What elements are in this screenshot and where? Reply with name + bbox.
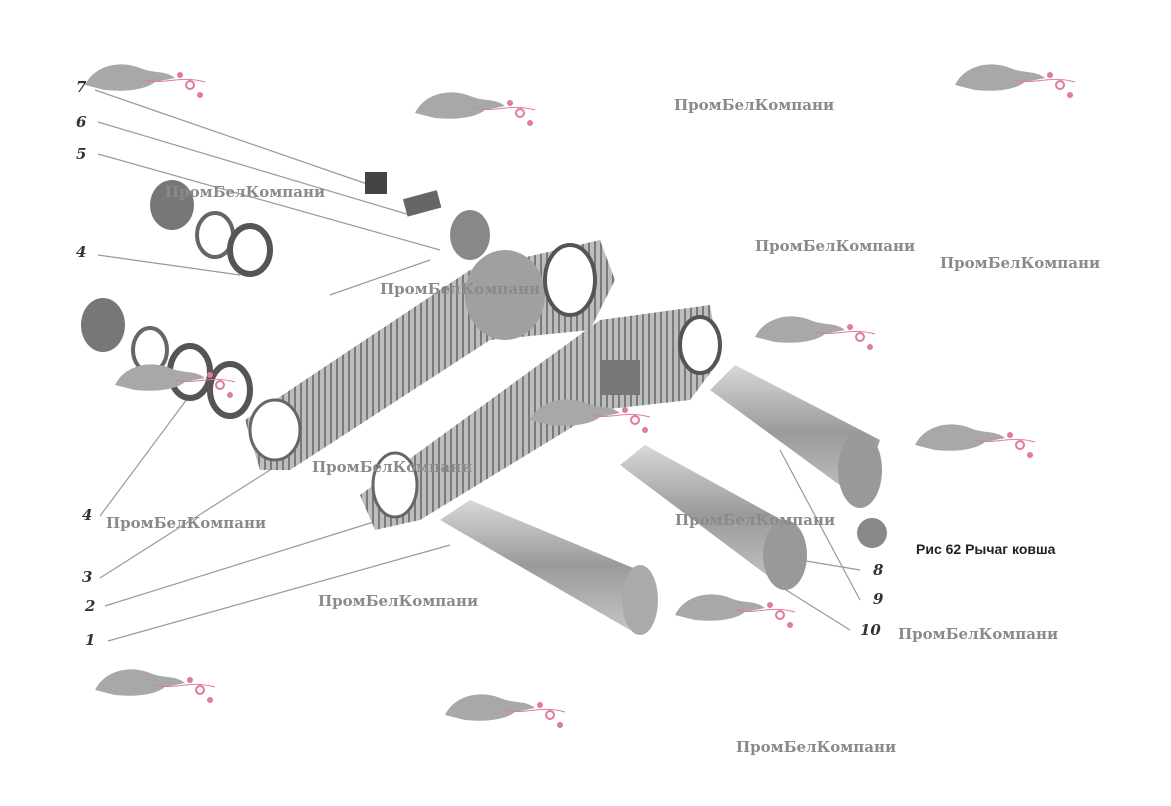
callout-7: 7	[76, 78, 87, 96]
pin-9	[710, 365, 882, 508]
upper-lever-hole	[248, 398, 302, 462]
panther-logo-watermark	[94, 668, 216, 704]
callout-8: 8	[873, 561, 884, 579]
seal-ring	[207, 361, 253, 419]
panther-logo-watermark	[954, 63, 1076, 99]
lower-lever-eye	[678, 315, 722, 375]
callout-9: 9	[873, 590, 884, 608]
watermark-text: ПромБелКомпани	[755, 237, 916, 255]
pin-10	[620, 445, 807, 590]
figure-caption: Рис 62 Рычаг ковша	[916, 541, 1056, 557]
panther-logo-watermark	[754, 315, 876, 351]
castle-nut	[150, 180, 194, 230]
watermark-text: ПромБелКомпани	[165, 183, 326, 201]
panther-logo-watermark	[444, 693, 566, 729]
upper-lever-boss	[465, 250, 545, 340]
callout-4: 4	[76, 243, 87, 261]
seal-ring	[227, 223, 273, 277]
castle-nut	[81, 298, 125, 352]
watermark-text: ПромБелКомпани	[674, 96, 835, 114]
upper-lever-eye	[543, 243, 597, 317]
leader-lines	[94, 89, 861, 642]
watermark-text: ПромБелКомпани	[106, 514, 267, 532]
watermark-text: ПромБелКомпани	[318, 592, 479, 610]
callout-4b: 4	[82, 506, 93, 524]
watermark-text: ПромБелКомпани	[736, 738, 897, 756]
callout-10: 10	[860, 621, 881, 639]
panther-logo-watermark	[674, 593, 796, 629]
callout-5: 5	[76, 145, 87, 163]
pin-1	[440, 500, 658, 635]
bushing	[450, 210, 490, 260]
watermark-text: ПромБелКомпани	[940, 254, 1101, 272]
lower-lever-hole	[371, 451, 419, 519]
watermark-text: ПромБелКомпани	[675, 511, 836, 529]
callout-3: 3	[82, 568, 93, 586]
lock-plate	[402, 190, 442, 217]
watermark-text: ПромБелКомпани	[898, 625, 1059, 643]
callout-6: 6	[76, 113, 87, 131]
watermark-text: ПромБелКомпани	[380, 280, 541, 298]
grease-fitting	[857, 518, 887, 548]
lever-block	[600, 360, 640, 395]
bolt	[365, 172, 387, 194]
panther-logo-watermark	[914, 423, 1036, 459]
callout-1: 1	[85, 631, 96, 649]
callout-2: 2	[85, 597, 96, 615]
watermark-text: ПромБелКомпани	[312, 458, 473, 476]
panther-logo-watermark	[414, 91, 536, 127]
